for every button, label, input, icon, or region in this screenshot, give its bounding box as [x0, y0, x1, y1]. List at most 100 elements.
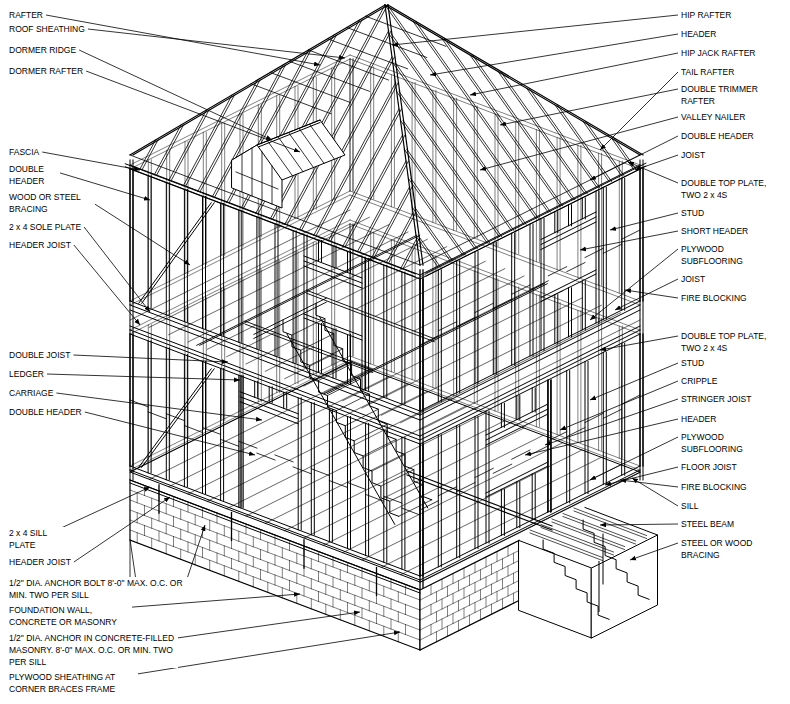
stud: [241, 210, 242, 342]
stud: [148, 176, 149, 308]
masonry-joint: [209, 520, 210, 530]
joist: [149, 217, 369, 327]
dormer-header: [236, 172, 278, 189]
cripple: [504, 403, 505, 427]
masonry-joint: [151, 538, 152, 548]
roof-sheathing: [328, 39, 408, 69]
rafter: [374, 187, 412, 257]
rafter: [415, 207, 453, 261]
masonry-joint: [238, 551, 239, 561]
masonry-joint: [325, 564, 326, 574]
part-label: LEDGER: [8, 368, 45, 380]
fire-blocking: [475, 303, 493, 312]
cripple: [582, 281, 583, 330]
stud: [432, 90, 433, 222]
masonry-joint: [480, 570, 481, 580]
anchor-bolt: [376, 568, 377, 596]
leader-line: [632, 478, 678, 506]
rafter: [614, 138, 636, 169]
fire-blocking: [203, 428, 221, 435]
fascia: [426, 163, 646, 273]
masonry-course: [420, 571, 519, 621]
jamb-stud: [301, 398, 302, 530]
leader-line: [47, 374, 240, 380]
dormer-stud: [242, 154, 243, 192]
masonry-joint: [188, 502, 189, 512]
floor-joist: [381, 457, 601, 567]
masonry-joint: [275, 555, 276, 565]
fire-blocking: [384, 496, 402, 503]
dormer-stud: [272, 166, 273, 204]
wall-bracing: [139, 203, 212, 303]
masonry-joint: [296, 573, 297, 583]
cripple: [350, 252, 351, 273]
roof-sheathing: [366, 16, 446, 46]
stud: [441, 270, 442, 402]
part-label: WOOD OR STEEL BRACING: [8, 191, 95, 215]
foundation-wall: [420, 541, 519, 651]
masonry-joint: [497, 572, 498, 582]
masonry-joint: [491, 604, 492, 614]
masonry-joint: [253, 557, 254, 567]
stud: [202, 197, 203, 329]
stud: [275, 224, 276, 356]
masonry-joint: [464, 568, 465, 578]
cripple: [535, 474, 536, 520]
leader-line: [600, 336, 678, 350]
masonry-joint: [260, 530, 261, 540]
rafter: [388, 5, 539, 218]
plate: [130, 301, 420, 411]
leader-line: [74, 497, 170, 562]
jamb-stud: [596, 191, 597, 323]
jamb-stud: [365, 257, 366, 389]
masonry-joint: [166, 524, 167, 534]
masonry-joint: [431, 625, 432, 635]
masonry-joint: [217, 513, 218, 523]
cripple: [532, 474, 533, 520]
masonry-joint: [224, 526, 225, 536]
fire-blocking: [221, 439, 239, 446]
masonry-course: [130, 520, 420, 630]
stair-tread: [399, 500, 432, 517]
fire-blocking: [348, 483, 366, 490]
dormer-rafter: [278, 137, 303, 172]
stud: [370, 232, 371, 364]
fire-blocking: [457, 318, 475, 327]
stud: [453, 98, 454, 230]
masonry-joint: [137, 513, 138, 523]
rafter: [389, 34, 524, 224]
part-label: DOUBLE TOP PLATE, TWO 2 x 4S: [680, 177, 784, 201]
leader-line: [56, 393, 262, 420]
stud: [624, 343, 625, 475]
part-label: 1/2" DIA. ANCHOR BOLT 8'-0" MAX. O.C. OR…: [8, 577, 190, 601]
floor-joist: [362, 450, 582, 560]
masonry-joint: [513, 573, 514, 583]
masonry-joint: [508, 566, 509, 576]
masonry-joint: [347, 603, 348, 613]
masonry-joint: [369, 601, 370, 611]
masonry-joint: [475, 563, 476, 573]
cripple: [554, 212, 555, 233]
masonry-joint: [267, 582, 268, 592]
fire-blocking: [329, 481, 347, 488]
cripple: [321, 324, 322, 373]
foundation-wall: [130, 480, 420, 650]
masonry-joint: [238, 531, 239, 541]
masonry-joint: [431, 605, 432, 615]
roof-sheathing: [289, 61, 369, 91]
masonry-joint: [453, 594, 454, 604]
part-label: STUD: [680, 207, 705, 219]
part-label: HEADER: [680, 413, 717, 425]
leader-line: [600, 72, 678, 150]
masonry-joint: [398, 612, 399, 622]
stud: [560, 303, 561, 435]
fire-blocking: [366, 494, 384, 501]
part-label: HIP JACK RAFTER: [680, 47, 756, 59]
stud: [533, 224, 534, 356]
stud: [224, 123, 225, 255]
stud: [187, 190, 188, 322]
part-label: FIRE BLOCKING: [680, 292, 748, 304]
masonry-joint: [491, 564, 492, 574]
masonry-course: [420, 591, 519, 641]
masonry-joint: [202, 548, 203, 558]
